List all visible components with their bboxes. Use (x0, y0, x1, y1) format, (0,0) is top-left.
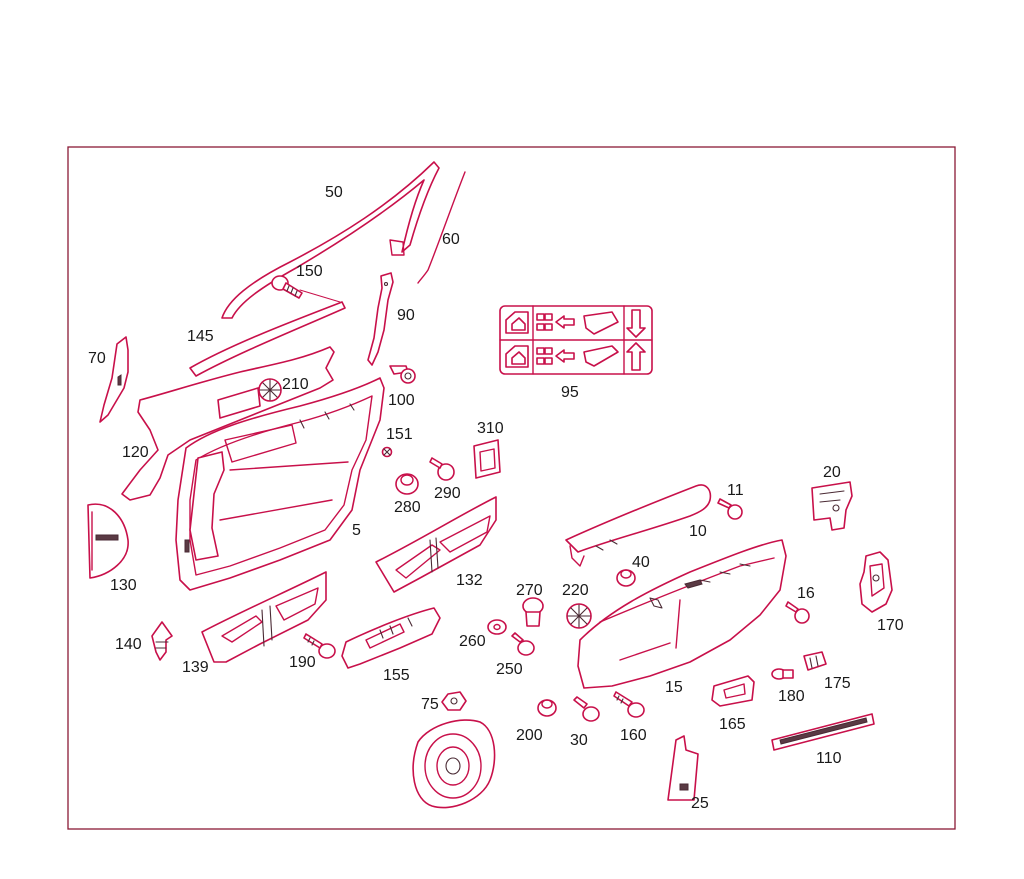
label-70: 70 (88, 350, 106, 367)
label-290: 290 (434, 485, 461, 502)
part-10-armrest (565, 484, 712, 567)
label-50: 50 (325, 184, 343, 201)
label-20: 20 (823, 464, 841, 481)
label-10: 10 (689, 523, 707, 540)
label-90: 90 (397, 307, 415, 324)
part-60-seal-strip (417, 171, 466, 284)
label-200: 200 (516, 727, 543, 744)
label-110: 110 (816, 750, 842, 767)
part-140-push-clip (151, 621, 173, 661)
leader-lines (299, 289, 341, 303)
label-150: 150 (296, 263, 323, 280)
part-190-screw (303, 633, 336, 659)
part-25-cover-plate (667, 735, 699, 801)
part-160-screw (613, 691, 645, 718)
part-139-switch-panel (201, 571, 327, 663)
label-140: 140 (115, 636, 142, 653)
part-16-screw (785, 601, 810, 624)
label-160: 160 (620, 727, 647, 744)
part-30-screw (573, 696, 600, 722)
part-145-trim-strip (189, 301, 346, 377)
part-290-screw (429, 457, 455, 481)
label-310: 310 (477, 420, 504, 437)
part-110-badge-strip (771, 713, 875, 751)
part-11-screw (717, 498, 743, 520)
part-132-switch-panel (375, 496, 497, 593)
label-25: 25 (691, 795, 709, 812)
part-15-lower-door-panel (577, 539, 787, 689)
label-145: 145 (187, 328, 214, 345)
label-100: 100 (388, 392, 415, 409)
label-40: 40 (632, 554, 650, 571)
part-150-screw (271, 275, 303, 299)
part-90-pillar-bracket (367, 272, 394, 366)
label-132: 132 (456, 572, 483, 589)
part-40-plug (616, 569, 636, 587)
part-100-clip (389, 365, 416, 384)
label-155: 155 (383, 667, 410, 684)
diagram-frame (67, 146, 956, 830)
label-270: 270 (516, 582, 543, 599)
part-220-grille (566, 603, 592, 629)
part-130-speaker-grille (87, 503, 129, 579)
part-70-mirror-cover (99, 336, 129, 423)
part-270-clip (522, 597, 544, 627)
part-260-washer (487, 619, 507, 635)
label-175: 175 (824, 675, 851, 692)
part-5-door-panel (175, 377, 385, 591)
label-280: 280 (394, 499, 421, 516)
label-15: 15 (665, 679, 683, 696)
part-165-handle (711, 675, 755, 707)
label-60: 60 (442, 231, 460, 248)
label-139: 139 (182, 659, 209, 676)
label-180: 180 (778, 688, 805, 705)
label-190: 190 (289, 654, 316, 671)
label-5: 5 (352, 522, 361, 539)
part-310-switch-cover (473, 439, 501, 479)
part-120-upper-door-panel (121, 346, 335, 501)
part-155-armrest-trim (341, 607, 441, 669)
label-16: 16 (797, 585, 815, 602)
label-11: 11 (727, 482, 744, 499)
part-labels: 50 60 150 90 145 70 210 100 95 120 151 3… (88, 184, 904, 812)
label-120: 120 (122, 444, 149, 461)
label-95: 95 (561, 384, 579, 401)
part-75-nut (441, 691, 467, 711)
label-210: 210 (282, 376, 309, 393)
label-130: 130 (110, 577, 137, 594)
label-250: 250 (496, 661, 523, 678)
label-170: 170 (877, 617, 904, 634)
part-210-grille-cover (258, 378, 282, 402)
part-250-screw (511, 632, 535, 656)
part-200-nut (537, 699, 557, 717)
label-220: 220 (562, 582, 589, 599)
part-75-speaker (412, 719, 496, 809)
label-151: 151 (386, 426, 413, 443)
part-180-bulb (771, 668, 794, 680)
label-165: 165 (719, 716, 746, 733)
part-151-screw (381, 446, 393, 458)
label-30: 30 (570, 732, 588, 749)
part-95-warning-label (499, 305, 653, 375)
part-170-handle-housing (859, 551, 893, 613)
part-20-bracket (811, 481, 853, 531)
label-75: 75 (421, 696, 439, 713)
label-260: 260 (459, 633, 486, 650)
part-280-nut (395, 473, 419, 495)
part-175-lamp-holder (803, 651, 827, 671)
